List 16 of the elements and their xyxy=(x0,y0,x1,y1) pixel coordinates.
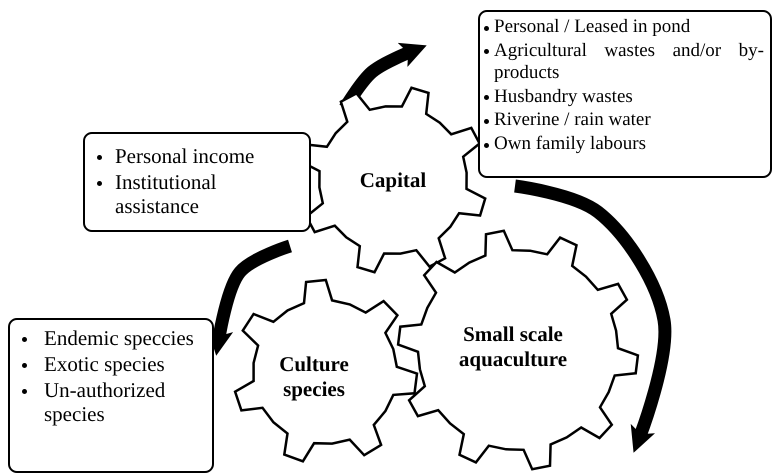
list-item: Endemic speccies xyxy=(44,326,195,350)
list-item: Institutional assistance xyxy=(115,170,218,218)
gear-label: Culture species xyxy=(278,352,350,402)
gear-label: Small scale aquaculture xyxy=(458,322,568,372)
list-item: Personal income xyxy=(115,144,256,168)
list-item: Riverine / rain water xyxy=(494,109,652,132)
list-item: Husbandry wastes xyxy=(494,86,634,108)
list-item: Personal / Leased in pond xyxy=(494,16,692,38)
bullet-list-box xyxy=(8,318,214,473)
list-item: Un-authorized species xyxy=(44,378,166,427)
list-item: Exotic species xyxy=(44,352,166,376)
list-item: Agricultural wastes and/or by-products xyxy=(494,40,764,84)
bullet-list-box xyxy=(83,132,311,232)
bullet-list-box xyxy=(478,10,772,178)
list-item: Own family labours xyxy=(494,133,647,156)
gear-label: Capital xyxy=(358,168,428,194)
